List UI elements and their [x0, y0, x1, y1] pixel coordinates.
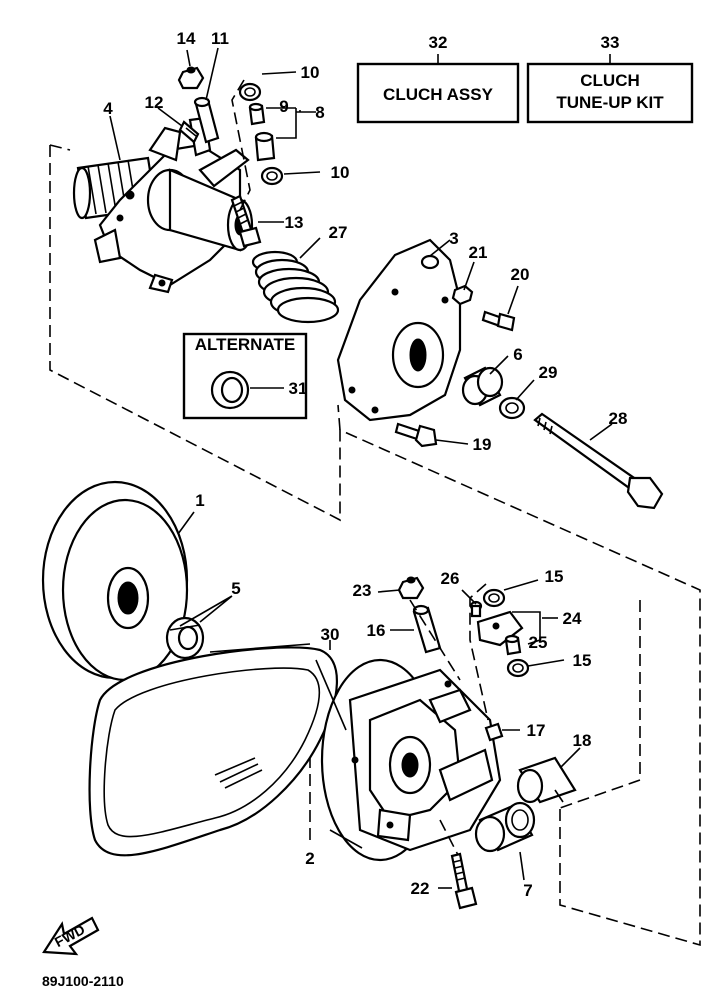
- part-11-pin: [193, 96, 220, 144]
- part-9-roller: [248, 102, 266, 126]
- part-19-bolt: [394, 422, 438, 448]
- part-28-long-bolt: [533, 412, 664, 510]
- callout-19: 19: [473, 435, 492, 454]
- callout-3: 3: [449, 229, 458, 248]
- part-18-slider: [516, 756, 577, 804]
- part-30-belt: [88, 646, 339, 857]
- callout-30: 30: [321, 625, 340, 644]
- callout-2: 2: [305, 849, 314, 868]
- callout-9: 9: [279, 97, 288, 116]
- callout-21: 21: [469, 243, 488, 262]
- callout-15-bottom: 15: [573, 651, 592, 670]
- part-5-bushing: [165, 616, 205, 660]
- callout-25: 25: [529, 633, 548, 652]
- part-10-washer-top: [238, 82, 262, 102]
- part-25-roller: [504, 634, 522, 656]
- callout-1: 1: [195, 491, 204, 510]
- part-14-nut: [177, 66, 205, 90]
- part-13-bolt: [230, 194, 262, 248]
- callout-26: 26: [441, 569, 460, 588]
- alternate-label: ALTERNATE: [195, 335, 295, 354]
- callouts: 14 11 10 12 4 9 8 10 13 27 3 21 20 6 29 …: [103, 29, 627, 900]
- tune-up-kit-label-line2: TUNE-UP KIT: [556, 93, 664, 112]
- part-29-collar: [498, 396, 526, 420]
- cluch-assy-box: 32 CLUCH ASSY: [356, 33, 520, 124]
- callout-18: 18: [573, 731, 592, 750]
- part-22-bolt: [450, 852, 478, 910]
- part-2-movable-sheave: [320, 658, 502, 862]
- callout-7: 7: [523, 881, 532, 900]
- callout-12: 12: [145, 93, 164, 112]
- leader-lines: [109, 47, 613, 889]
- part-15-washer-bottom: [506, 658, 530, 678]
- part-26-small-pin: [469, 600, 483, 618]
- callout-6: 6: [513, 345, 522, 364]
- assembly-line-lower-2: [409, 599, 461, 681]
- callout-10-top: 10: [301, 63, 320, 82]
- callout-31: 31: [289, 379, 308, 398]
- part-7-bushing: [474, 801, 536, 853]
- callout-28: 28: [609, 409, 628, 428]
- callout-13: 13: [285, 213, 304, 232]
- callout-5: 5: [231, 579, 240, 598]
- diagram-code: 89J100-2110: [42, 973, 124, 989]
- part-1-fixed-sheave: [41, 480, 189, 682]
- alternate-box: ALTERNATE 31: [182, 332, 308, 420]
- part-15-washer-top: [482, 588, 506, 608]
- part-21-nut: [451, 284, 474, 306]
- callout-27: 27: [329, 223, 348, 242]
- assembly-line-lower-3: [439, 819, 459, 856]
- callout-14: 14: [177, 29, 196, 48]
- tune-up-kit-box: 33 CLUCH TUNE-UP KIT: [526, 33, 694, 124]
- part-27-spring: [251, 250, 340, 324]
- callout-11: 11: [211, 29, 229, 48]
- callout-17: 17: [527, 721, 546, 740]
- part-6-bushing: [461, 366, 504, 407]
- part-16-pin: [412, 604, 442, 654]
- part-23-nut: [397, 576, 425, 600]
- callout-24: 24: [563, 609, 582, 628]
- assembly-line-lower: [469, 583, 489, 721]
- callout-23: 23: [353, 581, 372, 600]
- part-3-cover: [336, 238, 462, 422]
- part-12-screw: [178, 120, 200, 144]
- part-8-roller-assy: [254, 131, 276, 162]
- callout-4: 4: [103, 99, 113, 118]
- callout-8: 8: [315, 103, 324, 122]
- fwd-arrow-icon: FWD: [42, 916, 100, 956]
- callout-20: 20: [511, 265, 530, 284]
- tune-up-kit-label-line1: CLUCH: [580, 71, 640, 90]
- callout-33: 33: [601, 33, 620, 52]
- callout-16: 16: [367, 621, 386, 640]
- callout-32: 32: [429, 33, 448, 52]
- callout-29: 29: [539, 363, 558, 382]
- part-17-screw: [484, 722, 504, 742]
- callout-22: 22: [411, 879, 430, 898]
- assembly-line-upper: [231, 79, 251, 211]
- callout-15-top: 15: [545, 567, 564, 586]
- part-10-washer-bottom: [260, 166, 284, 186]
- part-20-bolt: [481, 310, 516, 332]
- callout-10-bottom: 10: [331, 163, 350, 182]
- cluch-assy-label: CLUCH ASSY: [383, 85, 494, 104]
- part-4-spider-shaft: [72, 116, 254, 294]
